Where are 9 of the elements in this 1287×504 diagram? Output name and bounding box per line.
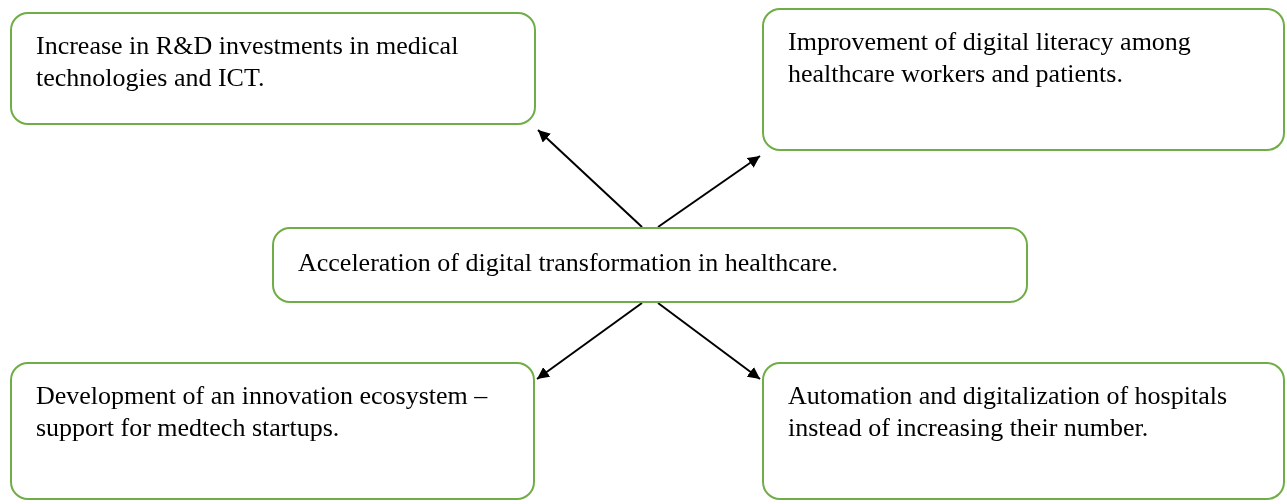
arrow [657,155,761,228]
arrow [657,302,761,380]
arrow [537,129,643,228]
text-box: Development of an innovation ecosystem – support for medtech startups. [10,362,535,500]
text-box: Automation and digitalization of hospitals instead of increasing their number. [762,362,1285,500]
text-box: Acceleration of digital transformation in healthcare. [272,227,1028,303]
arrow [536,302,643,380]
text-box: Increase in R&D investments in medical technologies and ICT. [10,12,536,125]
text-box: Improvement of digital literacy among healthcare workers and patients. [762,8,1285,151]
